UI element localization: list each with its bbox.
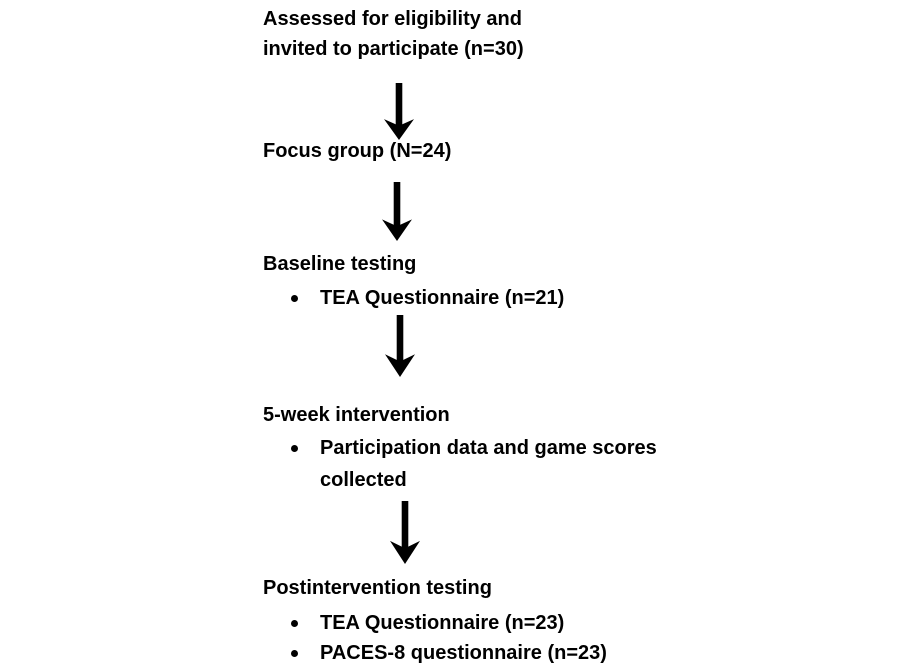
down-arrow-icon [385, 315, 415, 377]
step-intervention-title: 5-week intervention [263, 404, 450, 426]
bullet-item: TEA Questionnaire (n=21) [291, 283, 564, 314]
bullet-item-label: TEA Questionnaire (n=21) [320, 287, 565, 309]
bullet-item: PACES-8 questionnaire (n=23) [291, 638, 607, 669]
step-postintervention-title: Postintervention testing [263, 577, 492, 599]
step-focus-group-title: Focus group (N=24) [263, 140, 452, 162]
bullet-item-label: TEA Questionnaire (n=23) [320, 612, 565, 634]
step-eligibility-line-2: invited to participate (n=30) [263, 38, 524, 60]
down-arrow-icon [382, 182, 412, 241]
step-baseline-testing-title: Baseline testing [263, 253, 417, 275]
down-arrow-icon [384, 83, 414, 140]
bullet-item-label: Participation data and game scores [320, 437, 657, 459]
bullet-item-label: PACES-8 questionnaire (n=23) [320, 642, 607, 664]
bullet-item-label-continued: collected [320, 469, 407, 491]
bullet-icon [291, 650, 298, 657]
down-arrow-icon [390, 501, 420, 564]
bullet-item: Participation data and game scores [291, 433, 657, 464]
bullet-icon [291, 445, 298, 452]
bullet-icon [291, 620, 298, 627]
bullet-icon [291, 295, 298, 302]
step-eligibility-line-1: Assessed for eligibility and [263, 8, 522, 30]
bullet-item: TEA Questionnaire (n=23) [291, 608, 564, 639]
